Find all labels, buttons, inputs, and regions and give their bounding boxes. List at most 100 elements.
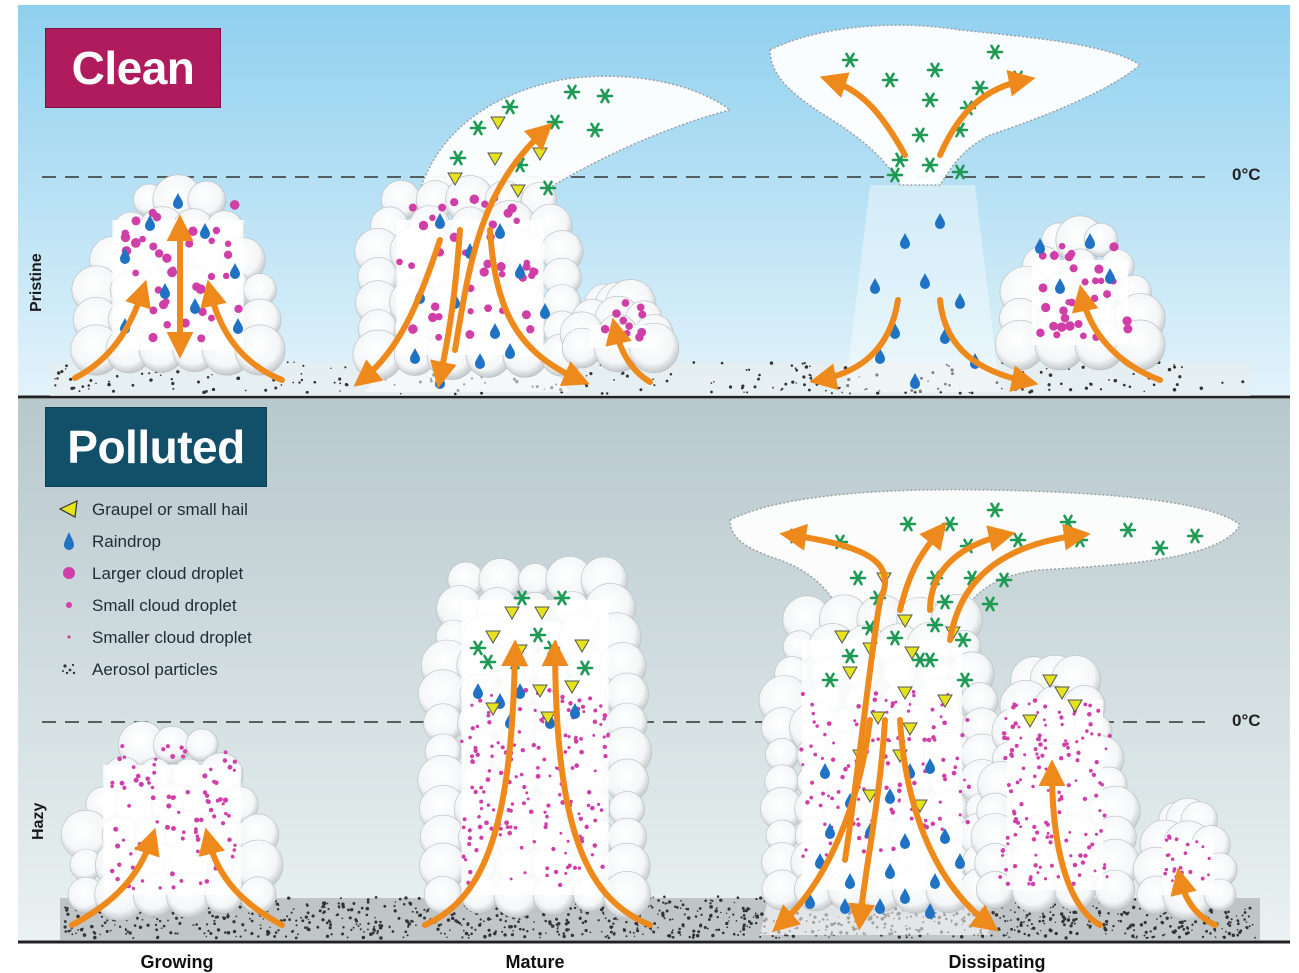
small-droplet — [574, 739, 579, 744]
small-droplet — [607, 733, 610, 736]
small-droplet — [499, 833, 502, 836]
small-droplet — [889, 808, 893, 812]
small-droplet — [560, 699, 564, 703]
small-droplet — [879, 848, 883, 852]
small-droplet — [1002, 736, 1007, 741]
small-droplet — [468, 836, 472, 840]
small-droplet — [579, 835, 582, 838]
small-droplet — [558, 793, 561, 796]
small-droplet — [166, 744, 170, 748]
small-droplet — [1010, 748, 1014, 752]
small-droplet — [542, 758, 546, 762]
larger-droplet — [484, 304, 492, 312]
polluted-badge: Polluted — [45, 407, 267, 487]
small-droplet — [856, 818, 859, 821]
small-droplet — [1034, 854, 1037, 857]
small-droplet — [1044, 877, 1047, 880]
small-droplet — [1032, 837, 1036, 841]
small-droplet — [1073, 863, 1078, 868]
small-droplet — [209, 808, 214, 813]
small-droplet — [122, 838, 125, 841]
small-droplet — [603, 745, 607, 749]
larger-droplet — [149, 306, 157, 314]
small-droplet — [224, 812, 228, 816]
small-droplet — [129, 852, 133, 856]
graupel-triangle-icon — [56, 498, 82, 520]
small-droplet — [1166, 854, 1169, 857]
small-droplet — [898, 798, 901, 801]
small-droplet — [520, 773, 524, 777]
small-droplet — [536, 774, 541, 779]
small-droplet — [499, 771, 503, 775]
small-droplet — [171, 795, 176, 800]
small-droplet — [931, 708, 935, 712]
small-droplet — [223, 798, 228, 803]
small-droplet — [1186, 843, 1190, 847]
small-droplet — [940, 715, 943, 718]
small-droplet — [482, 790, 486, 794]
larger-droplet — [148, 333, 157, 342]
larger-droplet — [132, 270, 139, 277]
larger-droplet — [497, 262, 506, 271]
small-droplet — [912, 690, 916, 694]
small-droplet — [1011, 725, 1016, 730]
larger-droplet — [1061, 314, 1070, 323]
small-droplet — [1035, 831, 1039, 835]
small-droplet — [551, 847, 555, 851]
small-droplet — [1012, 702, 1016, 706]
small-droplet — [501, 745, 505, 749]
legend-item-raindrop: Raindrop — [56, 526, 306, 558]
small-droplet — [179, 879, 183, 883]
small-droplet — [579, 737, 583, 741]
small-droplet — [467, 842, 471, 846]
small-droplet — [1012, 810, 1016, 814]
small-droplet — [804, 848, 807, 851]
small-droplet — [206, 799, 211, 804]
larger-droplet — [524, 260, 530, 266]
small-droplet — [813, 753, 817, 757]
small-droplet — [1089, 769, 1093, 773]
small-droplet — [474, 848, 478, 852]
small-droplet — [830, 797, 834, 801]
small-droplet — [1023, 753, 1026, 756]
small-droplet — [886, 761, 890, 765]
small-droplet — [1007, 783, 1011, 787]
larger-droplet — [197, 334, 205, 342]
small-droplet — [221, 821, 225, 825]
small-droplet — [856, 822, 860, 826]
small-droplet — [533, 840, 536, 843]
small-droplet — [1001, 848, 1005, 852]
small-droplet — [907, 737, 911, 741]
small-droplet — [578, 698, 582, 702]
small-droplet — [823, 733, 826, 736]
small-droplet — [1201, 877, 1205, 881]
larger-droplet — [1094, 265, 1103, 274]
small-droplet — [579, 817, 583, 821]
small-droplet — [233, 844, 236, 847]
small-droplet — [891, 847, 896, 852]
small-droplet — [196, 837, 201, 842]
small-droplet — [511, 802, 514, 805]
small-droplet — [888, 739, 891, 742]
small-droplet — [470, 704, 473, 707]
larger-droplet — [162, 254, 171, 263]
small-droplet — [1058, 810, 1062, 814]
small-droplet — [960, 733, 964, 737]
small-droplet — [1036, 871, 1039, 874]
small-droplet — [1044, 767, 1047, 770]
small-droplet — [856, 704, 861, 709]
small-droplet — [110, 784, 114, 788]
larger-droplet — [635, 333, 644, 342]
larger-droplet — [122, 230, 129, 237]
small-droplet — [476, 725, 480, 729]
small-droplet — [588, 696, 592, 700]
small-droplet — [574, 736, 577, 739]
small-droplet — [874, 691, 878, 695]
small-droplet — [120, 744, 124, 748]
legend-item-graupel: Graupel or small hail — [56, 494, 306, 526]
small-droplet — [1075, 740, 1078, 743]
small-droplet — [215, 848, 219, 852]
small-droplet — [534, 709, 537, 712]
small-droplet — [1036, 756, 1040, 760]
